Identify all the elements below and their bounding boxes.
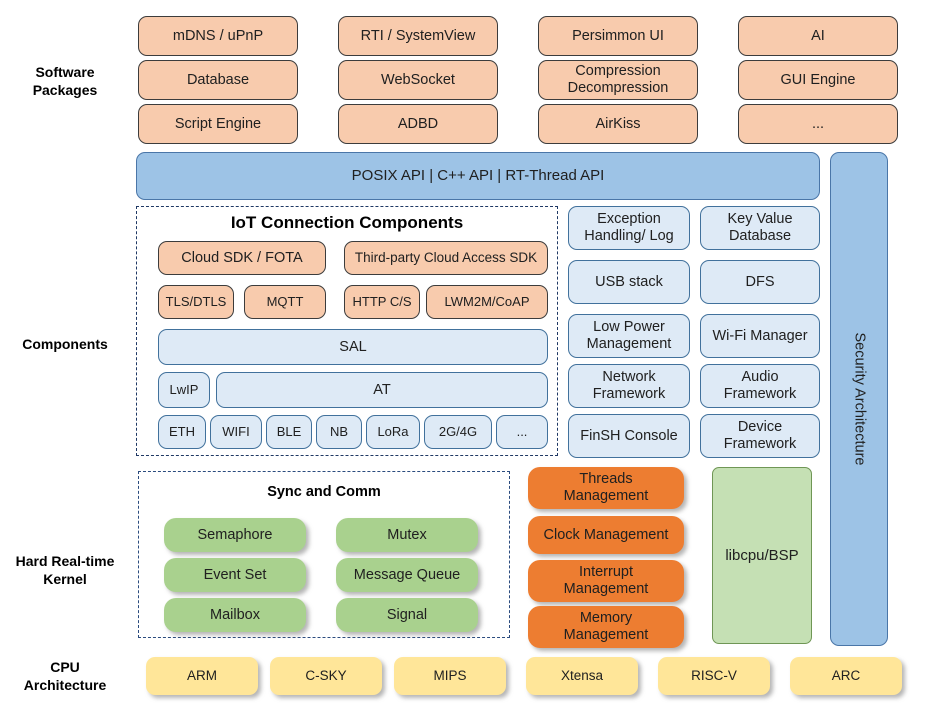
component-lowpower-line1: Low Power: [593, 319, 665, 335]
package-persimmon-ui[interactable]: Persimmon UI: [538, 16, 698, 56]
kernel-message-queue[interactable]: Message Queue: [336, 558, 478, 592]
kernel-threads-line2: Management: [563, 488, 649, 504]
package-websocket[interactable]: WebSocket: [338, 60, 498, 100]
kernel-signal[interactable]: Signal: [336, 598, 478, 632]
kernel-mutex[interactable]: Mutex: [336, 518, 478, 552]
component-device-line1: Device: [737, 419, 783, 435]
component-dfs[interactable]: DFS: [700, 260, 820, 304]
kernel-clock-management[interactable]: Clock Management: [528, 516, 684, 554]
iot-link-eth[interactable]: ETH: [158, 415, 206, 449]
kernel-semaphore[interactable]: Semaphore: [164, 518, 306, 552]
iot-protocol-tls-dtls[interactable]: TLS/DTLS: [158, 285, 234, 319]
cpu-c-sky[interactable]: C-SKY: [270, 657, 382, 695]
iot-connection-components-group: [136, 206, 558, 456]
component-exception-handling-log[interactable]: Exception Handling/ Log: [568, 206, 690, 250]
component-audio-line1: Audio: [741, 369, 779, 385]
iot-sal[interactable]: SAL: [158, 329, 548, 365]
component-exception-line1: Exception: [597, 211, 661, 227]
iot-lwip[interactable]: LwIP: [158, 372, 210, 408]
component-finsh-console[interactable]: FinSH Console: [568, 414, 690, 458]
row-label-software-packages-line2: Packages: [32, 82, 98, 98]
component-kv-line2: Database: [728, 228, 792, 244]
row-label-components-text: Components: [22, 336, 108, 352]
row-label-cpu-line1: CPU: [50, 659, 80, 675]
iot-link-2g-4g[interactable]: 2G/4G: [424, 415, 492, 449]
package-airkiss[interactable]: AirKiss: [538, 104, 698, 144]
package-mdns-upnp[interactable]: mDNS / uPnP: [138, 16, 298, 56]
package-more[interactable]: ...: [738, 104, 898, 144]
row-label-software-packages-line1: Software: [35, 64, 95, 80]
component-network-line2: Framework: [592, 386, 666, 402]
component-device-framework[interactable]: Device Framework: [700, 414, 820, 458]
package-compression-line2: Decompression: [567, 80, 669, 96]
component-lowpower-line2: Management: [586, 336, 672, 352]
cpu-risc-v[interactable]: RISC-V: [658, 657, 770, 695]
sync-and-comm-title: Sync and Comm: [267, 484, 381, 500]
iot-third-party-cloud-access-sdk[interactable]: Third-party Cloud Access SDK: [344, 241, 548, 275]
cpu-mips[interactable]: MIPS: [394, 657, 506, 695]
row-label-cpu: CPU Architecture: [0, 658, 130, 694]
component-kv-line1: Key Value: [727, 211, 793, 227]
cpu-arc[interactable]: ARC: [790, 657, 902, 695]
kernel-interrupt-management[interactable]: Interrupt Management: [528, 560, 684, 602]
iot-protocol-lwm2m-coap[interactable]: LWM2M/CoAP: [426, 285, 548, 319]
iot-link-more[interactable]: ...: [496, 415, 548, 449]
iot-cloud-sdk-fota[interactable]: Cloud SDK / FOTA: [158, 241, 326, 275]
row-label-cpu-line2: Architecture: [23, 677, 107, 693]
kernel-event-set[interactable]: Event Set: [164, 558, 306, 592]
iot-link-nb[interactable]: NB: [316, 415, 362, 449]
component-device-line2: Framework: [723, 436, 797, 452]
package-adbd[interactable]: ADBD: [338, 104, 498, 144]
component-wifi-manager[interactable]: Wi-Fi Manager: [700, 314, 820, 358]
cpu-arm[interactable]: ARM: [146, 657, 258, 695]
kernel-memory-line1: Memory: [579, 610, 633, 626]
component-low-power-management[interactable]: Low Power Management: [568, 314, 690, 358]
iot-link-wifi[interactable]: WIFI: [210, 415, 262, 449]
kernel-memory-management[interactable]: Memory Management: [528, 606, 684, 648]
row-label-software-packages: Software Packages: [0, 63, 130, 99]
row-label-kernel-line2: Kernel: [43, 571, 87, 587]
iot-link-ble[interactable]: BLE: [266, 415, 312, 449]
component-audio-framework[interactable]: Audio Framework: [700, 364, 820, 408]
security-architecture-bar: Security Architecture: [830, 152, 888, 646]
iot-link-lora[interactable]: LoRa: [366, 415, 420, 449]
component-network-framework[interactable]: Network Framework: [568, 364, 690, 408]
iot-protocol-http-cs[interactable]: HTTP C/S: [344, 285, 420, 319]
package-rti-systemview[interactable]: RTI / SystemView: [338, 16, 498, 56]
component-usb-stack[interactable]: USB stack: [568, 260, 690, 304]
package-compression-line1: Compression: [575, 63, 661, 79]
api-bar: POSIX API | C++ API | RT-Thread API: [136, 152, 820, 200]
component-key-value-database[interactable]: Key Value Database: [700, 206, 820, 250]
row-label-kernel-line1: Hard Real-time: [15, 553, 115, 569]
package-compression-decompression[interactable]: Compression Decompression: [538, 60, 698, 100]
kernel-threads-line1: Threads: [579, 471, 633, 487]
component-network-line1: Network: [602, 369, 656, 385]
iot-connection-components-title: IoT Connection Components: [230, 213, 464, 232]
cpu-xtensa[interactable]: Xtensa: [526, 657, 638, 695]
row-label-components: Components: [0, 335, 130, 353]
package-script-engine[interactable]: Script Engine: [138, 104, 298, 144]
package-ai[interactable]: AI: [738, 16, 898, 56]
security-architecture-label: Security Architecture: [851, 332, 868, 466]
iot-at[interactable]: AT: [216, 372, 548, 408]
package-gui-engine[interactable]: GUI Engine: [738, 60, 898, 100]
iot-protocol-mqtt[interactable]: MQTT: [244, 285, 326, 319]
kernel-interrupt-line1: Interrupt: [579, 564, 633, 580]
kernel-threads-management[interactable]: Threads Management: [528, 467, 684, 509]
package-database[interactable]: Database: [138, 60, 298, 100]
sync-and-comm-group: [138, 471, 510, 638]
component-exception-line2: Handling/ Log: [584, 228, 674, 244]
row-label-kernel: Hard Real-time Kernel: [0, 552, 130, 588]
kernel-mailbox[interactable]: Mailbox: [164, 598, 306, 632]
kernel-memory-line2: Management: [563, 627, 649, 643]
libcpu-bsp[interactable]: libcpu/BSP: [712, 467, 812, 644]
kernel-interrupt-line2: Management: [563, 581, 649, 597]
component-audio-line2: Framework: [723, 386, 797, 402]
